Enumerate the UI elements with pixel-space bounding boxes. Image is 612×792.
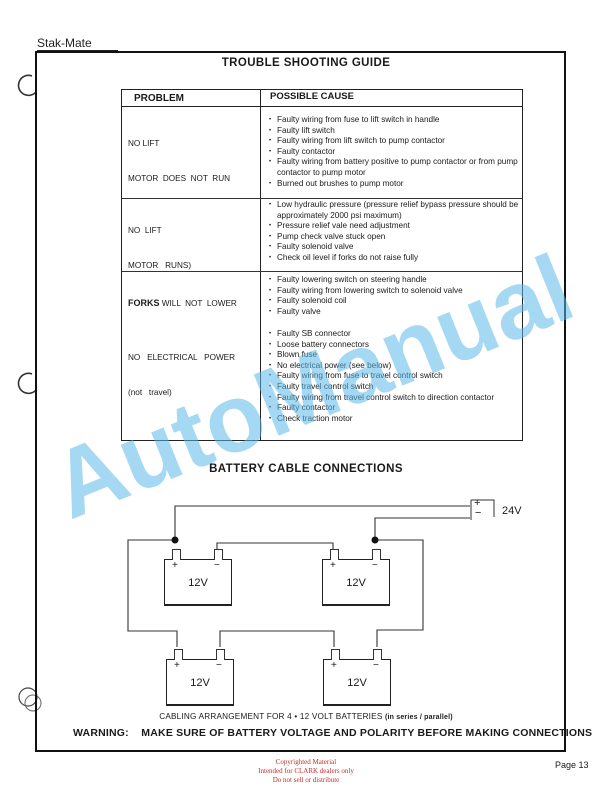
table-row-causes: Faulty wiring from fuse to lift switch i… [269,115,519,189]
cause-item: Faulty solenoid valve [269,242,519,253]
cause-item: Faulty contactor [269,403,519,414]
cause-item: Low hydraulic pressure (pressure relief … [269,200,519,221]
battery-negative-post [373,649,382,660]
cause-item: Blown fuse [269,350,519,361]
battery-positive-label: + [331,660,337,671]
cause-item: Check traction motor [269,414,519,425]
battery-section-title: BATTERY CABLE CONNECTIONS [209,463,403,475]
battery-negative-post [216,649,225,660]
cause-item: Faulty contactor [269,147,519,158]
cause-item: Faulty wiring from lowering switch to so… [269,286,519,297]
copyright-line: Copyrighted Material [275,758,337,766]
problem-line: NO LIFT [128,226,162,235]
battery-negative-label: − [372,560,378,571]
page-number: Page 13 [555,760,589,770]
battery-voltage-label: 12V [346,577,366,589]
table-row-problem: FORKS WILL NOT LOWER [128,275,237,333]
row-divider [122,271,522,272]
diagram-caption: CABLING ARRANGEMENT FOR 4 • 12 VOLT BATT… [0,712,612,721]
battery-bottom-left: + −12V [166,649,234,706]
table-row-causes: Low hydraulic pressure (pressure relief … [269,200,519,264]
cause-item: Pump check valve stuck open [269,232,519,243]
page-frame [35,51,566,752]
cause-item: Faulty wiring from travel control switch… [269,393,519,404]
battery-positive-post [331,649,340,660]
battery-negative-label: − [373,660,379,671]
column-header-problem: PROBLEM [134,93,184,104]
problem-text: WILL NOT LOWER [161,299,237,308]
battery-negative-post [214,549,223,560]
cause-item: Faulty SB connector [269,329,519,340]
cause-item: Faulty wiring from fuse to lift switch i… [269,115,519,126]
cause-item: Faulty wiring from battery positive to p… [269,157,519,178]
page-title: TROUBLE SHOOTING GUIDE [221,57,391,69]
cause-item: Loose battery connectors [269,340,519,351]
battery-voltage-label: 12V [188,577,208,589]
caption-paren: (in series / parallel) [384,714,453,721]
table-row-causes: Faulty lowering switch on steering handl… [269,275,519,317]
battery-negative-label: − [214,560,220,571]
copyright-line: Intended for CLARK dealers only [258,767,354,775]
problem-line: MOTOR RUNS) [128,260,192,270]
cause-item: Faulty wiring from lift switch to pump c… [269,136,519,147]
terminal-minus: − [475,507,482,519]
problem-line: NO LIFT [128,139,160,148]
battery-voltage-label: 12V [347,677,367,689]
table-header: PROBLEM POSSIBLE CAUSE [122,90,522,107]
caption-text: CABLING ARRANGEMENT FOR 4 • 12 VOLT BATT… [159,712,385,721]
cause-item: Check oil level if forks do not raise fu… [269,253,519,264]
problem-line: FORKS WILL NOT LOWER [128,298,237,310]
table-row-causes: Faulty SB connector Loose battery connec… [269,329,519,424]
header-underline [37,50,118,51]
cause-item: Faulty wiring from fuse to travel contro… [269,371,519,382]
battery-negative-post [372,549,381,560]
battery-positive-post [174,649,183,660]
row-divider [122,198,522,199]
cause-item: Pressure relief vale need adjustment [269,221,519,232]
problem-bold: FORKS [128,298,160,308]
troubleshooting-table: PROBLEM POSSIBLE CAUSE NO LIFT MOTOR DOE… [121,89,523,441]
cause-item: Faulty lift switch [269,126,519,137]
binder-ring-icon [17,74,37,97]
battery-positive-label: + [174,660,180,671]
binder-ring-icon [17,372,37,395]
problem-line: (not travel) [128,387,172,397]
battery-voltage-label: 12V [190,677,210,689]
warning-text: WARNING: MAKE SURE OF BATTERY VOLTAGE AN… [73,727,593,739]
battery-bottom-right: + −12V [323,649,391,706]
battery-positive-post [172,549,181,560]
table-row-problem: NO LIFT MOTOR RUNS) [128,202,191,294]
battery-positive-label: + [330,560,336,571]
cause-item: Burned out brushes to pump motor [269,179,519,190]
binder-ring-icon [18,687,42,712]
cause-item: Faulty solenoid coil [269,296,519,307]
cause-item: Faulty lowering switch on steering handl… [269,275,519,286]
column-header-cause: POSSIBLE CAUSE [270,91,354,102]
cause-item: Faulty travel control switch [269,382,519,393]
table-row-problem: NO LIFT MOTOR DOES NOT RUN [128,115,230,207]
terminal-plus: + [474,497,481,509]
copyright-notice: Copyrighted Material Intended for CLARK … [0,758,612,785]
product-name: Stak-Mate [37,36,92,50]
battery-top-left: + −12V [164,549,232,606]
cause-item: Faulty valve [269,307,519,318]
battery-negative-label: − [216,660,222,671]
battery-top-right: + −12V [322,549,390,606]
problem-line: MOTOR DOES NOT RUN [128,173,231,183]
table-row-problem: NO ELECTRICAL POWER (not travel) [128,329,235,421]
problem-line: NO ELECTRICAL POWER [128,353,236,362]
copyright-line: Do not sell or distribute [272,776,340,784]
cause-item: No electrical power (see below) [269,361,519,372]
terminal-voltage-label: 24V [502,505,522,517]
battery-positive-post [330,549,339,560]
battery-positive-label: + [172,560,178,571]
column-divider [260,90,261,440]
